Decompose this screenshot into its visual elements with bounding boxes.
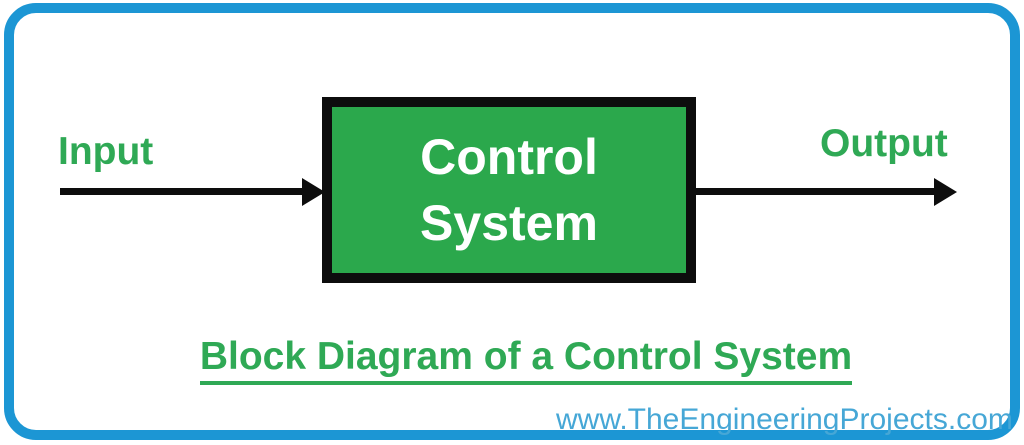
output-label: Output xyxy=(820,122,948,165)
input-arrow-head-icon xyxy=(302,178,325,206)
input-arrow-shaft xyxy=(60,188,306,195)
output-arrow-head-icon xyxy=(934,178,957,206)
control-system-block: Control System xyxy=(322,97,696,283)
output-arrow-shaft xyxy=(694,188,936,195)
rounded-border-frame: Input Control System Output Block Diagra… xyxy=(4,3,1020,440)
input-label: Input xyxy=(58,130,154,173)
caption-row: Block Diagram of a Control System xyxy=(14,335,1024,385)
block-label-line2: System xyxy=(420,195,598,251)
block-label-line1: Control xyxy=(420,129,598,185)
diagram-caption: Block Diagram of a Control System xyxy=(199,335,853,385)
watermark-text: www.TheEngineeringProjects.com xyxy=(556,403,1013,436)
